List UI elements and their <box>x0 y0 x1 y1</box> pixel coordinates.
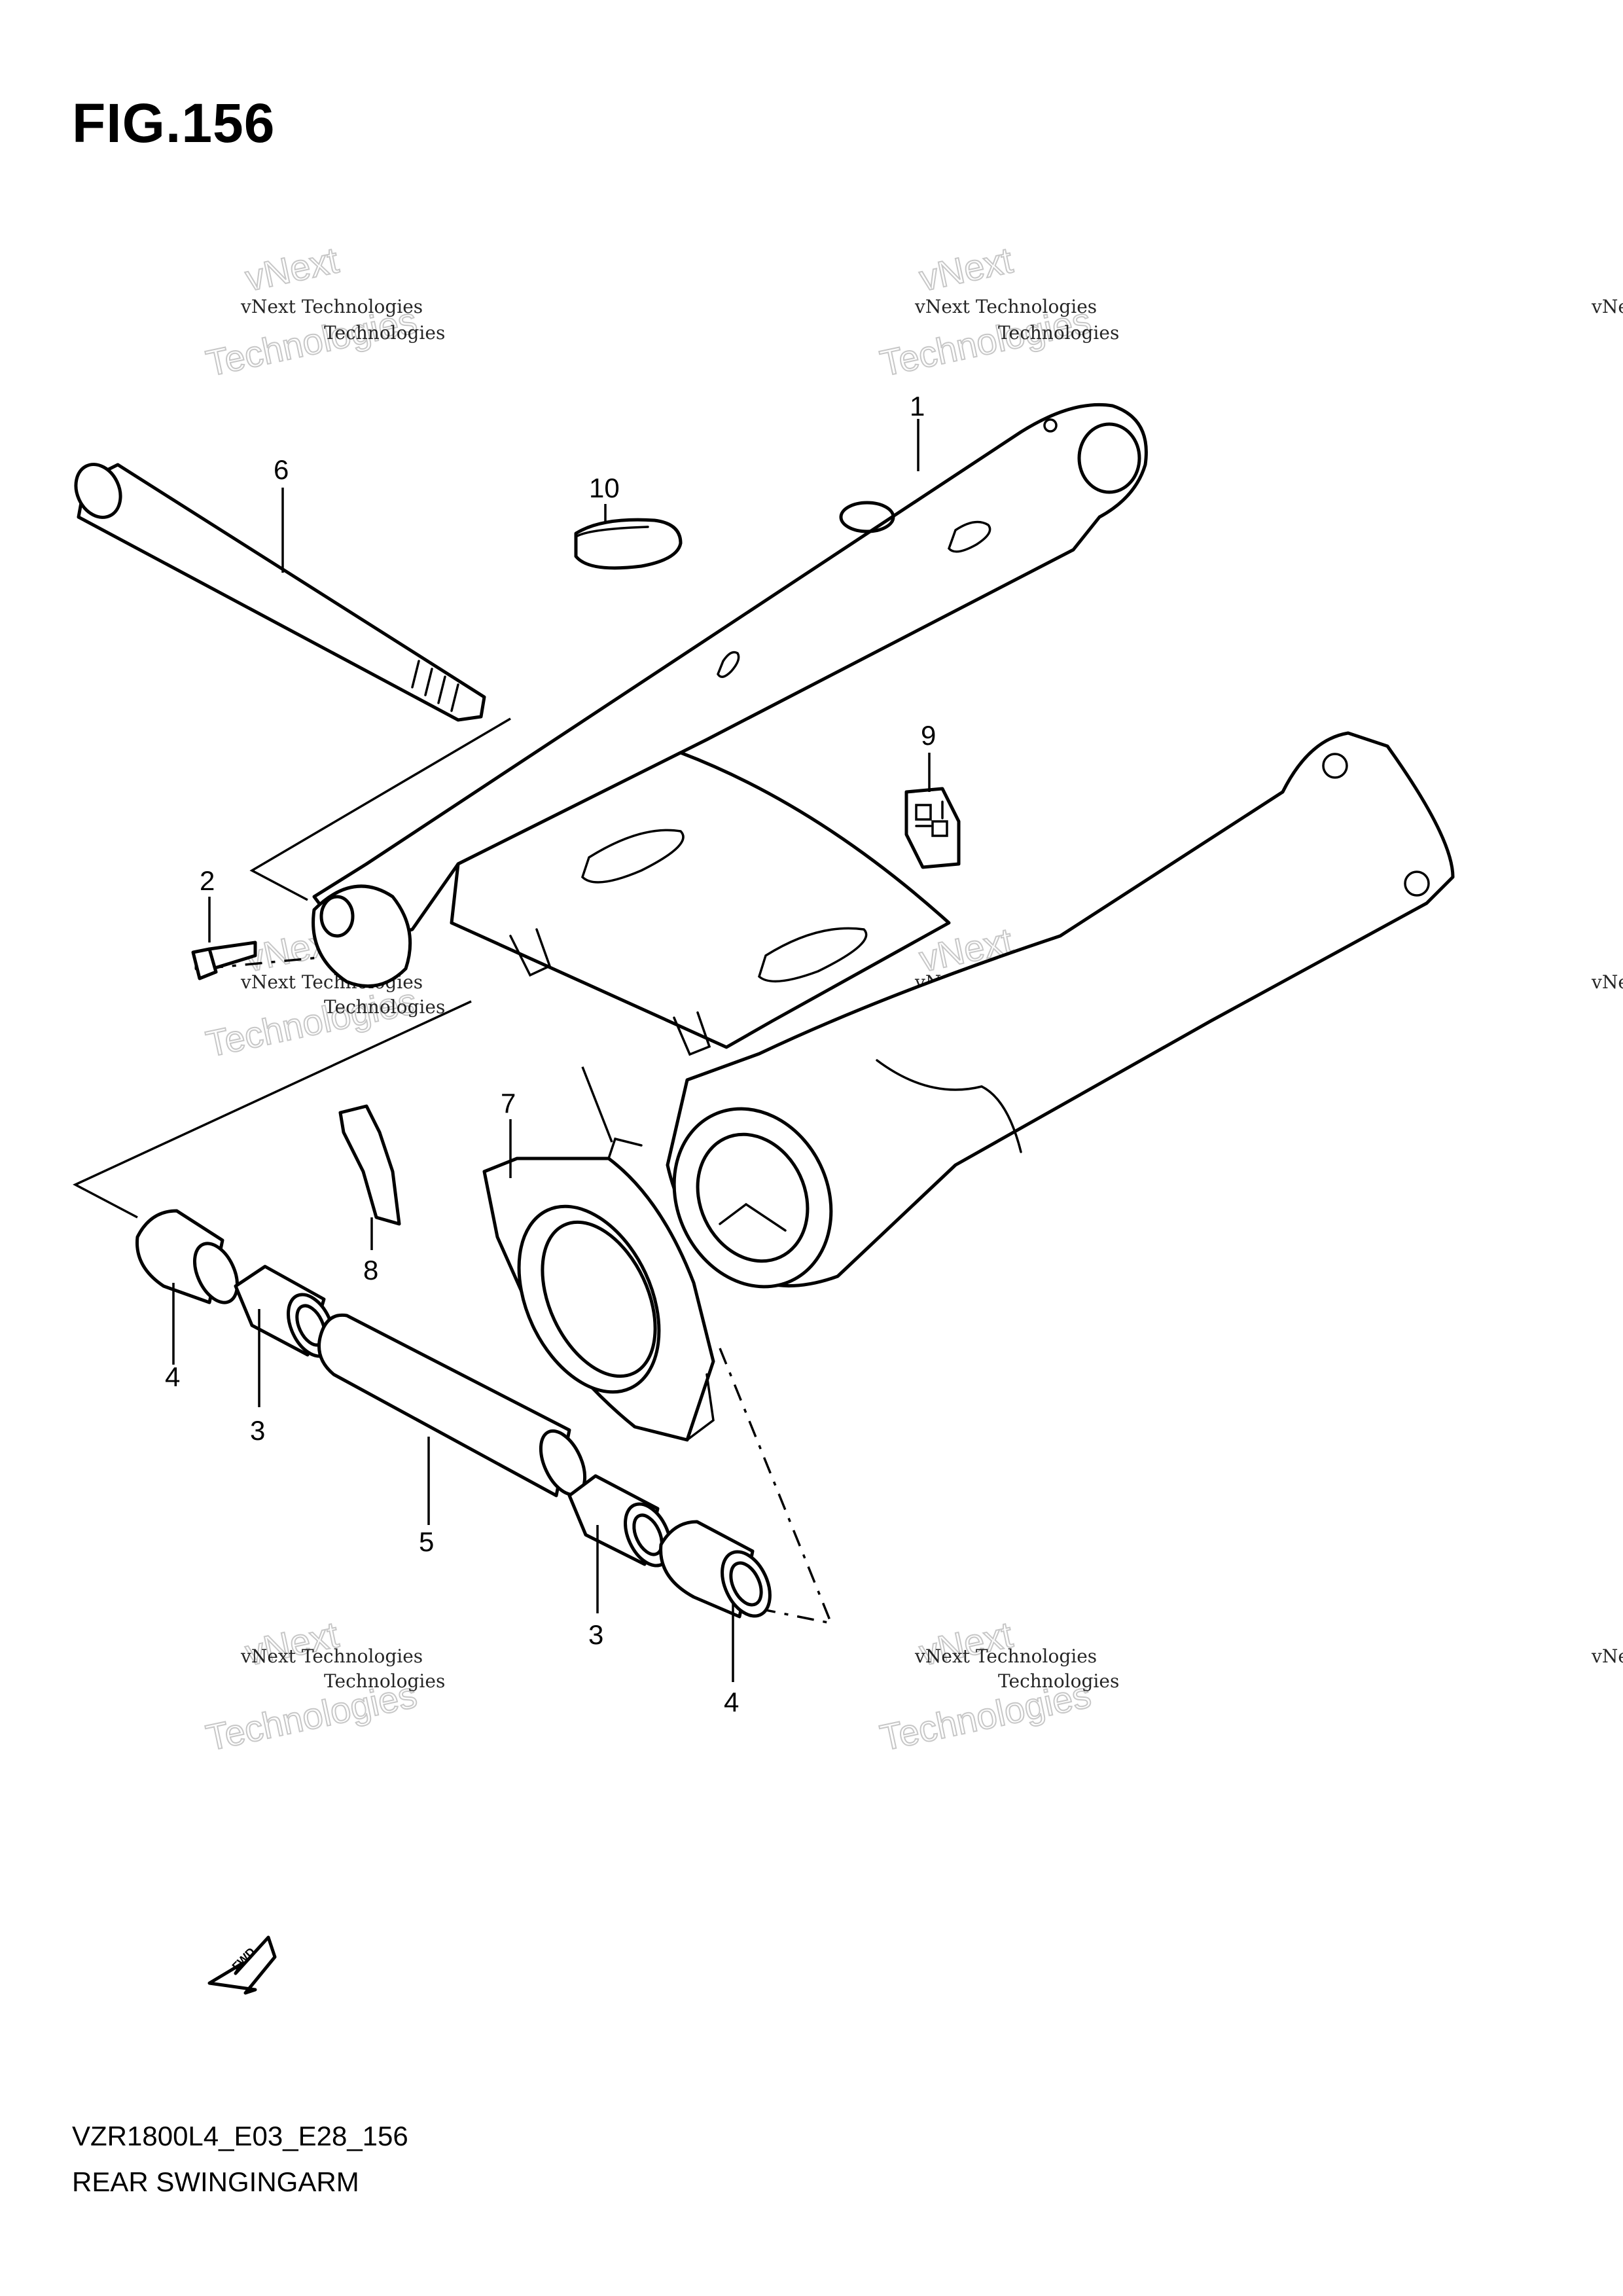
label-part <box>904 787 961 869</box>
arm-hole <box>1043 418 1058 433</box>
callout-8: 8 <box>363 1255 378 1285</box>
fwd-arrow-shape <box>207 1935 277 1995</box>
callout-2: 2 <box>200 865 215 896</box>
arm-boss <box>839 501 895 533</box>
callout-3b: 3 <box>588 1619 603 1650</box>
callout-leaders <box>172 419 931 1682</box>
drive-housing-inner <box>696 1132 810 1263</box>
watermark-small: vNext Technologies <box>240 1645 423 1667</box>
guide-upper-left <box>249 717 511 901</box>
watermark-edge-low: vNext <box>1591 1645 1623 1667</box>
callout-numbers: 1 2 3 3 4 4 5 6 7 8 9 10 <box>165 391 936 1717</box>
watermark-low-center: vNext Technologies vNext Technologies Te… <box>876 1613 1119 1759</box>
callout-4b: 4 <box>724 1687 739 1717</box>
callout-3a: 3 <box>250 1415 265 1446</box>
bolt-axis-line <box>202 954 341 970</box>
fwd-arrow-icon: FWD <box>207 1935 277 1995</box>
callout-1: 1 <box>910 391 925 422</box>
watermark-top-left: vNext Technologies vNext Technologies Te… <box>202 238 445 384</box>
bolt-part <box>191 941 257 980</box>
lock-nut-tabs <box>607 1137 715 1441</box>
swingarm-body <box>312 403 1455 1289</box>
guide-center-top <box>581 1066 613 1143</box>
watermark-small-2: Technologies <box>998 1670 1119 1692</box>
watermark-right-edge: vNext vNext vNext <box>1591 296 1623 1667</box>
watermark-edge-top: vNext <box>1591 296 1623 317</box>
bearing-stack <box>135 1209 772 1619</box>
cross-slot-1 <box>580 829 685 884</box>
housing-bolt-hole-1 <box>1322 753 1348 779</box>
bolt-head <box>191 947 218 980</box>
arm-slot-2 <box>717 651 740 678</box>
lock-nut-part <box>482 1137 715 1442</box>
watermark-small: vNext Technologies <box>240 296 423 317</box>
watermark-big-a: vNext <box>916 239 1016 298</box>
cap-rim <box>575 526 649 538</box>
watermark-big-a: vNext <box>241 239 342 298</box>
pivot-shaft <box>74 463 486 722</box>
guide-lower-left <box>73 1000 472 1219</box>
housing-bolt-hole-2 <box>1404 870 1430 897</box>
spacer-tube-5 <box>317 1313 571 1498</box>
watermark-small: vNext Technologies <box>914 1645 1097 1667</box>
housing-inner-detail <box>719 1202 787 1232</box>
pivot-boss-lower <box>312 884 412 988</box>
model-code: VZR1800L4_E03_E28_156 <box>72 2121 408 2151</box>
drive-housing-mouth <box>672 1107 833 1289</box>
label-symbol <box>915 800 948 837</box>
lock-nut-thread <box>541 1220 657 1378</box>
pivot-shaft-thread <box>411 660 459 712</box>
clip-body <box>338 1104 401 1226</box>
callout-6: 6 <box>274 454 289 485</box>
swingarm-cross-member <box>450 751 951 1049</box>
watermark-small-2: Technologies <box>324 996 445 1018</box>
section-name: REAR SWINGINGARM <box>72 2166 359 2197</box>
clip-part <box>338 1104 401 1226</box>
callout-10: 10 <box>589 473 620 503</box>
pivot-boss-hole <box>319 895 355 938</box>
watermark-small: vNext Technologies <box>914 296 1097 317</box>
watermark-small-2: Technologies <box>998 322 1119 344</box>
callout-7: 7 <box>501 1088 516 1119</box>
arm-slot-1 <box>948 520 991 553</box>
watermark-edge-mid: vNext <box>1591 971 1623 993</box>
callout-4a: 4 <box>165 1361 180 1392</box>
cap-body <box>574 518 683 570</box>
watermark-top-center: vNext Technologies vNext Technologies Te… <box>876 238 1119 384</box>
bushing-4b-inner <box>729 1561 763 1607</box>
callout-5: 5 <box>419 1526 434 1557</box>
pivot-shaft-head <box>74 463 122 519</box>
lock-nut-bore <box>517 1204 661 1394</box>
cross-slot-2 <box>757 927 868 983</box>
callout-9: 9 <box>921 720 936 751</box>
pivot-shaft-body <box>77 463 486 722</box>
pivot-eye-upper <box>1077 422 1141 494</box>
watermark-small-2: Technologies <box>324 1670 445 1692</box>
figure-title: FIG.156 <box>72 92 276 154</box>
watermark-small-2: Technologies <box>324 322 445 344</box>
cap-part <box>574 518 683 570</box>
housing-contour <box>876 1059 1022 1153</box>
bearing-3b-inner <box>632 1513 664 1556</box>
watermark-low-left: vNext Technologies vNext Technologies Te… <box>202 1613 445 1759</box>
cross-tab-1 <box>509 928 552 977</box>
bushing-4a-end <box>193 1242 239 1304</box>
cross-tab-2 <box>673 1011 711 1056</box>
swingarm-upper-arm <box>312 403 1148 951</box>
